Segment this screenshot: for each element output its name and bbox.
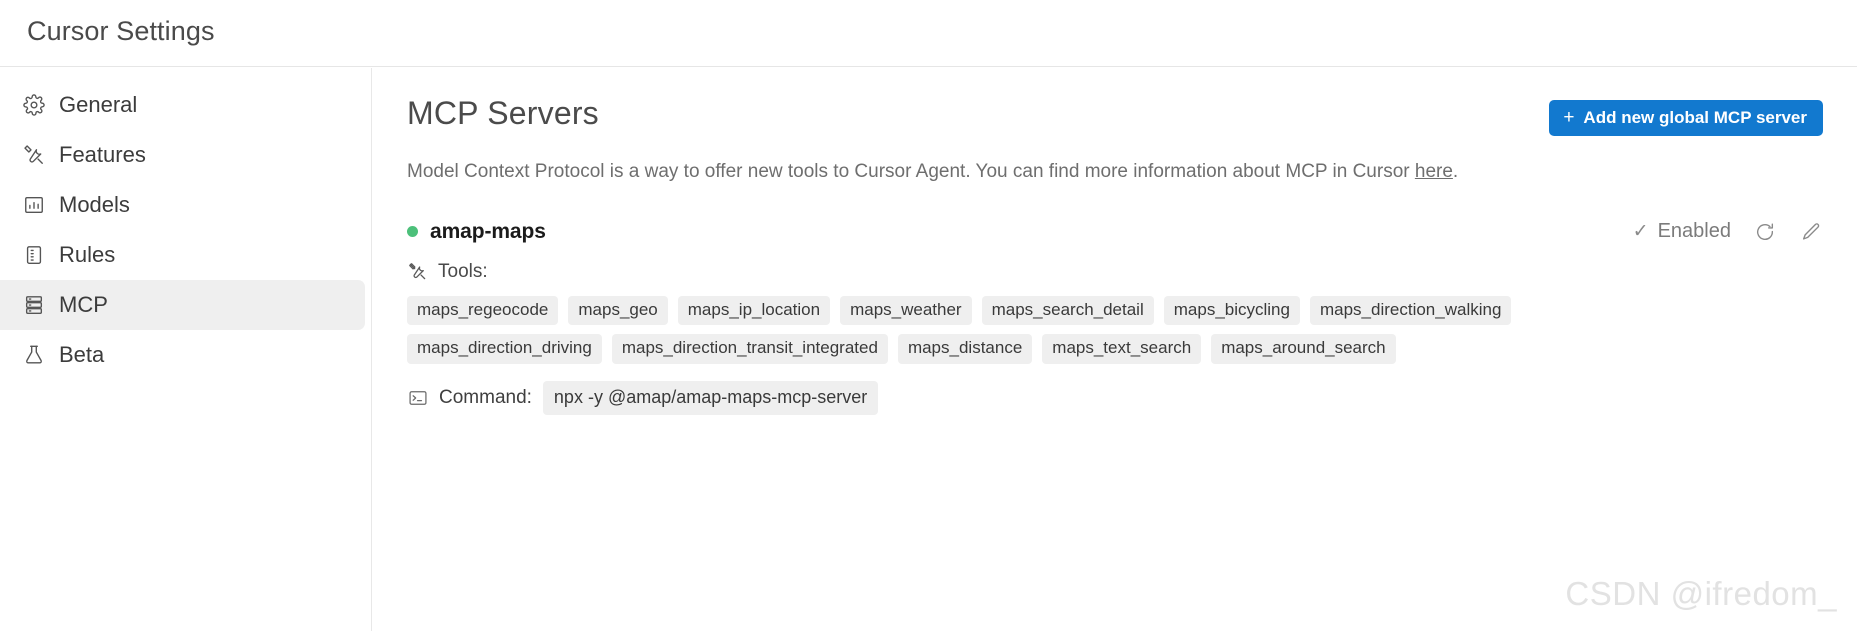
tools-label: Tools: [438, 260, 488, 282]
tool-chip: maps_weather [840, 295, 972, 326]
add-button-label: Add new global MCP server [1583, 108, 1807, 127]
sidebar-item-beta[interactable]: Beta [0, 330, 365, 380]
server-status-dot [407, 226, 418, 238]
command-row: Command: npx -y @amap/amap-maps-mcp-serv… [407, 381, 1823, 416]
terminal-icon [407, 388, 428, 409]
tool-chip: maps_around_search [1211, 334, 1396, 365]
tools-icon [407, 262, 427, 282]
tool-chip: maps_bicycling [1163, 295, 1300, 326]
server-icon [22, 294, 45, 317]
tool-chip: maps_geo [568, 295, 668, 326]
check-icon: ✓ [1632, 221, 1649, 243]
sidebar-item-mcp[interactable]: MCP [0, 280, 365, 330]
add-new-global-mcp-server-button[interactable]: + Add new global MCP server [1549, 100, 1823, 136]
tools-icon [22, 144, 45, 167]
window-title: Cursor Settings [27, 16, 215, 46]
tools-label-row: Tools: [407, 261, 1823, 283]
sidebar-item-label: General [59, 92, 138, 117]
sidebar-item-label: MCP [59, 292, 108, 317]
title-bar: Cursor Settings [0, 0, 1857, 67]
server-actions: ✓ Enabled [1633, 217, 1823, 247]
description-suffix: . [1452, 161, 1459, 182]
tool-chip: maps_direction_driving [407, 334, 602, 365]
sidebar-item-features[interactable]: Features [0, 130, 365, 180]
page-description: Model Context Protocol is a way to offer… [407, 159, 1823, 185]
server-name: amap-maps [430, 219, 546, 243]
refresh-icon[interactable] [1753, 220, 1777, 244]
server-enabled-label: Enabled [1657, 220, 1731, 243]
tool-chip: maps_ip_location [677, 295, 831, 326]
tool-chip: maps_text_search [1042, 334, 1202, 365]
command-label: Command: [439, 387, 532, 409]
command-value[interactable]: npx -y @amap/amap-maps-mcp-server [542, 381, 879, 416]
main-content: MCP Servers + Add new global MCP server … [373, 68, 1857, 631]
server-enabled-toggle[interactable]: ✓ Enabled [1633, 220, 1731, 243]
mcp-docs-link[interactable]: here [1414, 161, 1453, 182]
sidebar-item-rules[interactable]: Rules [0, 230, 365, 280]
pencil-icon[interactable] [1799, 220, 1823, 244]
tool-chip: maps_distance [897, 334, 1033, 365]
document-icon [22, 244, 45, 267]
tool-chip: maps_direction_walking [1309, 295, 1512, 326]
server-header-row: amap-maps ✓ Enabled [407, 217, 1823, 247]
sidebar-item-label: Features [59, 142, 146, 167]
flask-icon [22, 344, 45, 367]
sidebar-item-label: Models [59, 192, 130, 217]
sidebar-item-models[interactable]: Models [0, 180, 365, 230]
tool-chip: maps_search_detail [981, 295, 1154, 326]
tool-chip: maps_regeocode [407, 295, 559, 326]
sidebar-item-label: Beta [59, 342, 105, 367]
page-title: MCP Servers [407, 95, 599, 131]
gear-icon [22, 94, 45, 117]
sidebar-item-label: Rules [59, 242, 116, 267]
mcp-server-card: amap-maps ✓ Enabled [407, 217, 1823, 416]
bar-chart-icon [22, 194, 45, 217]
description-text: Model Context Protocol is a way to offer… [407, 161, 1415, 182]
page-header: MCP Servers + Add new global MCP server [407, 95, 1823, 147]
sidebar-item-general[interactable]: General [0, 80, 365, 130]
watermark: CSDN @ifredom_ [1565, 575, 1837, 612]
plus-icon: + [1563, 106, 1575, 128]
tool-chip: maps_direction_transit_integrated [611, 334, 888, 365]
